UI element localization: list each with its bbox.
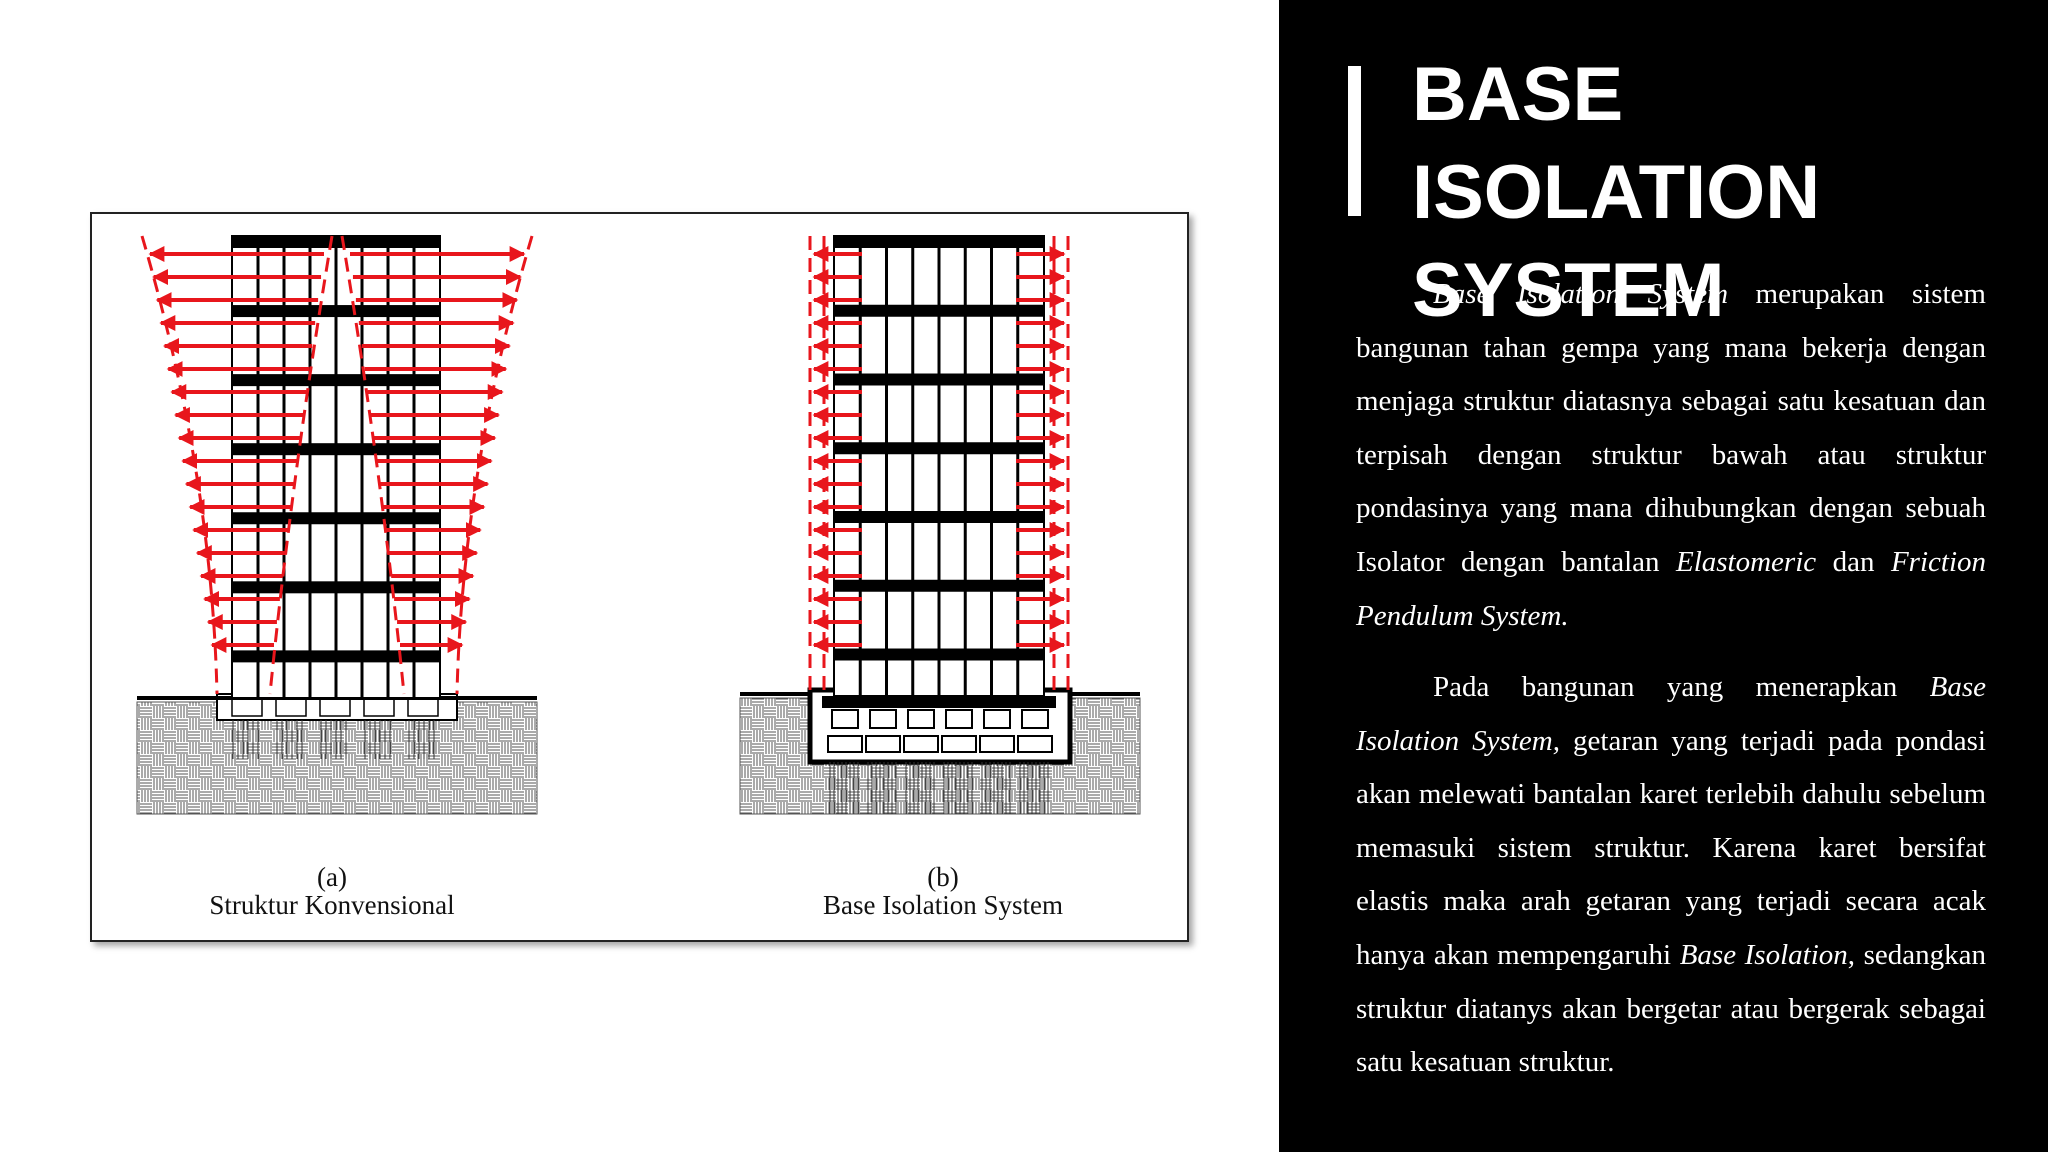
title-line-1: BASE ISOLATION <box>1412 52 1821 235</box>
p1-text-2: dan <box>1816 545 1891 578</box>
p1-term-base-isolation: Base Isolation System <box>1433 278 1729 310</box>
b-base-slab <box>822 696 1056 708</box>
title-accent-bar <box>1348 66 1361 216</box>
b-isolator-pad <box>979 735 1015 753</box>
p1-term-elastomeric: Elastomeric <box>1675 545 1817 578</box>
b-floor-slab <box>834 373 1044 386</box>
b-isolator-bearing <box>907 709 935 729</box>
b-floor-slab <box>834 648 1044 661</box>
b-isolator-pad <box>1017 735 1053 753</box>
left-panel: (a) Struktur Konvensional (b) Base Isola… <box>90 212 1189 942</box>
p2-term-base-isolation: Base Isolation System, <box>1356 671 1986 757</box>
b-isolator-bearing <box>1021 709 1049 729</box>
a-floor-slab <box>232 443 440 456</box>
p2-term-base-isolation-2: Base Isolation <box>1679 938 1848 971</box>
a-right-outer-envelope <box>455 235 534 695</box>
p2-text-3: , sedangkan struktur diatanys akan berge… <box>1356 938 1986 1079</box>
b-floor-slab <box>834 511 1044 523</box>
a-left-inner-envelope <box>268 235 334 695</box>
b-isolator-pad <box>827 735 863 753</box>
b-floor-slab <box>834 236 1044 248</box>
b-isolator-bearing <box>831 709 859 729</box>
a-floor-slab <box>232 581 440 594</box>
p2-text-2: getaran yang terjadi pada pondasi akan m… <box>1356 724 1986 971</box>
p2-text-1: Pada bangunan yang menerapkan <box>1433 671 1930 703</box>
a-foundation-block <box>407 697 439 717</box>
a-floor-slab <box>232 236 440 248</box>
caption-b: Base Isolation System <box>823 890 1063 920</box>
a-foundation-block <box>231 697 263 717</box>
caption-a-letter: (a) <box>317 862 347 892</box>
slide-title: BASE ISOLATION SYSTEM <box>1412 46 2032 340</box>
comparison-figure: (a) Struktur Konvensional (b) Base Isola… <box>90 212 1189 942</box>
a-floor-slab <box>232 512 440 525</box>
b-isolator-pad <box>941 735 977 753</box>
a-foundation-block <box>275 697 307 717</box>
b-isolator-bearing <box>945 709 973 729</box>
a-foundation-block <box>363 697 395 717</box>
a-floor-slab <box>232 374 440 387</box>
title-line-2: SYSTEM <box>1412 248 1725 333</box>
b-floor-slab <box>834 579 1044 592</box>
b-isolator-bearing <box>869 709 897 729</box>
caption-a: Struktur Konvensional <box>209 890 455 920</box>
paragraph-1: Base Isolation System merupakan sistem b… <box>1356 268 1986 643</box>
a-left-outer-envelope <box>140 235 219 695</box>
p1-text-1: merupakan sistem bangunan tahan gempa ya… <box>1356 278 1986 578</box>
a-foundation-block <box>319 697 351 717</box>
b-isolator-bearing <box>983 709 1011 729</box>
a-floor-slab <box>232 305 440 318</box>
paragraph-2: Pada bangunan yang menerapkan Base Isola… <box>1356 661 1986 1090</box>
figure-drawing <box>136 235 1141 815</box>
b-isolator-pad <box>903 735 939 753</box>
caption-b-letter: (b) <box>927 862 959 892</box>
p1-term-friction-pendulum: Friction Pendulum System. <box>1356 545 1987 632</box>
a-floor-slab <box>232 650 440 663</box>
b-floor-slab <box>834 442 1044 455</box>
a-right-inner-envelope <box>340 235 406 695</box>
b-floor-slab <box>834 304 1044 317</box>
text-panel: BASE ISOLATION SYSTEM Base Isolation Sys… <box>1279 0 2048 1152</box>
b-isolator-pad <box>865 735 901 753</box>
